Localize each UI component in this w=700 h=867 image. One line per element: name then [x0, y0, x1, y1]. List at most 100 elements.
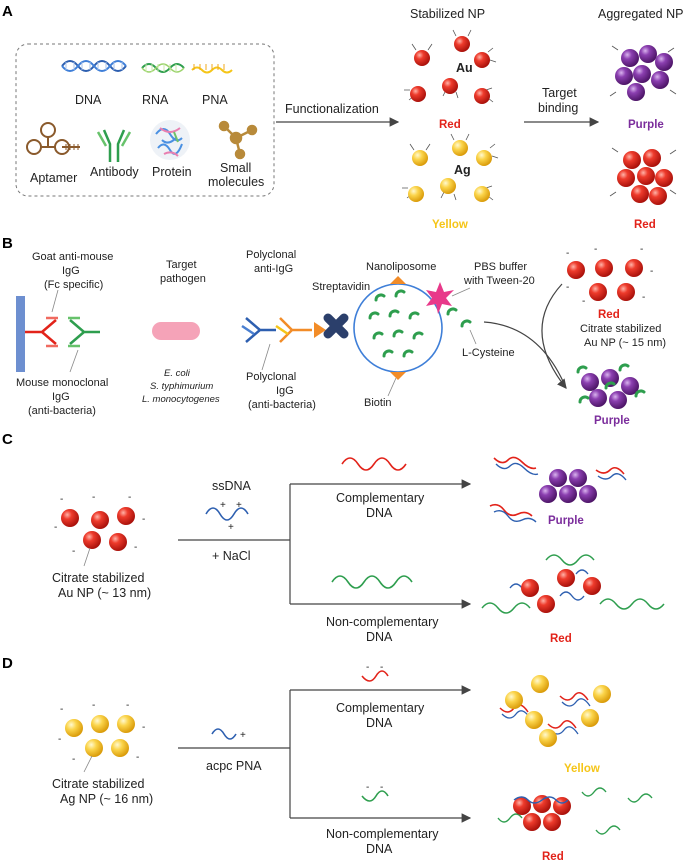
lcys-pointer [469, 329, 477, 345]
goat-pointer [51, 289, 59, 313]
biotin-top [390, 276, 406, 284]
b-red-charges: --- --- - [566, 244, 653, 307]
svg-text:-: - [126, 700, 129, 711]
polyclonal-anti-igg-1: Polyclonal [246, 249, 296, 261]
mouse-label-2: IgG [52, 391, 70, 403]
c-citrate-2: Au NP (~ 13 nm) [58, 586, 151, 600]
protein-label: Protein [152, 165, 192, 179]
d-red-label: Red [542, 851, 564, 863]
panel-a: A Stabilized NP Aggregated NP DNA RNA PN… [2, 3, 683, 231]
small-molecules-label-2: molecules [208, 175, 264, 189]
lysis-burst-icon [426, 282, 454, 314]
svg-text:-: - [72, 546, 75, 557]
d-yellow-dispersed [499, 675, 611, 747]
d-noncomp-1: Non-complementary [326, 827, 439, 841]
panel-c-letter: C [2, 431, 13, 448]
d-noncomp-2: DNA [366, 842, 393, 856]
d-citrate-2: Ag NP (~ 16 nm) [60, 792, 153, 806]
c-pointer [83, 547, 91, 567]
target-binding-label-1: Target [542, 86, 577, 100]
pathogen-2: S. typhimurium [150, 381, 213, 392]
svg-text:-: - [582, 296, 585, 307]
polyclonal-igg-1: Polyclonal [246, 371, 296, 383]
mouse-label-3: (anti-bacteria) [28, 405, 96, 417]
ligand-box [15, 43, 275, 197]
svg-text:-: - [60, 704, 63, 715]
aptamer-icon [26, 122, 80, 155]
d-comp-charge-1: - [366, 662, 369, 673]
a-yellow-label: Yellow [432, 219, 468, 231]
pathogen-icon [152, 322, 200, 340]
nanoliposome-icon [353, 283, 443, 373]
ag-np-particles [408, 140, 492, 202]
svg-text:-: - [566, 248, 569, 259]
biotin-tag-left [314, 322, 326, 338]
ag-label: Ag [454, 163, 471, 177]
d-comp-1: Complementary [336, 701, 425, 715]
svg-text:-: - [142, 722, 145, 733]
small-molecules-icon [218, 120, 258, 160]
mouse-pointer [69, 349, 79, 373]
acpc-pna-icon [211, 728, 237, 740]
c-start-np [61, 507, 135, 551]
acpc-label: acpc PNA [206, 759, 262, 773]
svg-text:-: - [72, 754, 75, 765]
aggregated-red-np [609, 147, 677, 205]
svg-text:-: - [136, 752, 139, 763]
aptamer-label: Aptamer [30, 171, 77, 185]
streptavidin-label: Streptavidin [312, 281, 370, 293]
pna-label: PNA [202, 93, 228, 107]
target-binding-label-2: binding [538, 101, 578, 115]
d-noncomp-charge-1: - [366, 782, 369, 793]
rna-icon [141, 63, 185, 73]
lcysteine-label: L-Cysteine [462, 347, 515, 359]
c-citrate-1: Citrate stabilized [52, 571, 144, 585]
b-reaction-arrow-1 [541, 283, 567, 389]
c-red-label: Red [550, 633, 572, 645]
streptavidin-icon [323, 313, 349, 339]
antibody-icon [96, 129, 132, 162]
antibody-label: Antibody [90, 165, 139, 179]
polyclonal-igg-3: (anti-bacteria) [248, 399, 316, 411]
ssdna-charge-2: + [236, 500, 242, 511]
svg-text:-: - [142, 514, 145, 525]
acpc-charge: + [240, 730, 246, 741]
c-comp-2: DNA [366, 506, 393, 520]
biotin-label: Biotin [364, 397, 392, 409]
d-noncomp-dna-icon [361, 790, 389, 802]
polyclonal-pointer [261, 343, 271, 371]
nacl-label: + NaCl [212, 549, 251, 563]
c-red-dispersed [481, 554, 665, 614]
panel-b: B Goat anti-mouse IgG (Fc specific) Mous… [2, 235, 666, 427]
goat-label-3: (Fc specific) [44, 279, 103, 291]
panel-c: C --- --- - Citrate stabilized Au NP (~ … [2, 431, 665, 645]
ssdna-label: ssDNA [212, 479, 252, 493]
svg-text:-: - [566, 282, 569, 293]
protein-icon [150, 120, 190, 160]
svg-text:-: - [128, 492, 131, 503]
mouse-antibody-icon [68, 316, 100, 348]
ag-np-cluster [402, 133, 499, 201]
svg-text:-: - [60, 494, 63, 505]
biotin-bottom [390, 372, 406, 380]
goat-antibody-icon [25, 316, 58, 348]
pbs-label-1: PBS buffer [474, 261, 527, 273]
ssdna-charge-1: + [220, 500, 226, 511]
pathogen-3: L. monocytogenes [142, 394, 220, 405]
c-comp-1: Complementary [336, 491, 425, 505]
mouse-label-1: Mouse monoclonal [16, 377, 108, 389]
c-purple-label: Purple [548, 515, 584, 527]
svg-text:-: - [92, 700, 95, 711]
dna-icon [61, 60, 127, 72]
a-red-label: Red [439, 119, 461, 131]
target-pathogen-label-2: pathogen [160, 273, 206, 285]
svg-text:-: - [642, 292, 645, 303]
svg-text:-: - [640, 244, 643, 255]
c-comp-dna-icon [341, 457, 407, 471]
c-noncomp-2: DNA [366, 630, 393, 644]
b-purple-label: Purple [594, 415, 630, 427]
d-start-np [65, 715, 135, 757]
b-citrate-1: Citrate stabilized [580, 323, 661, 335]
b-citrate-2: Au NP (~ 15 nm) [584, 337, 666, 349]
